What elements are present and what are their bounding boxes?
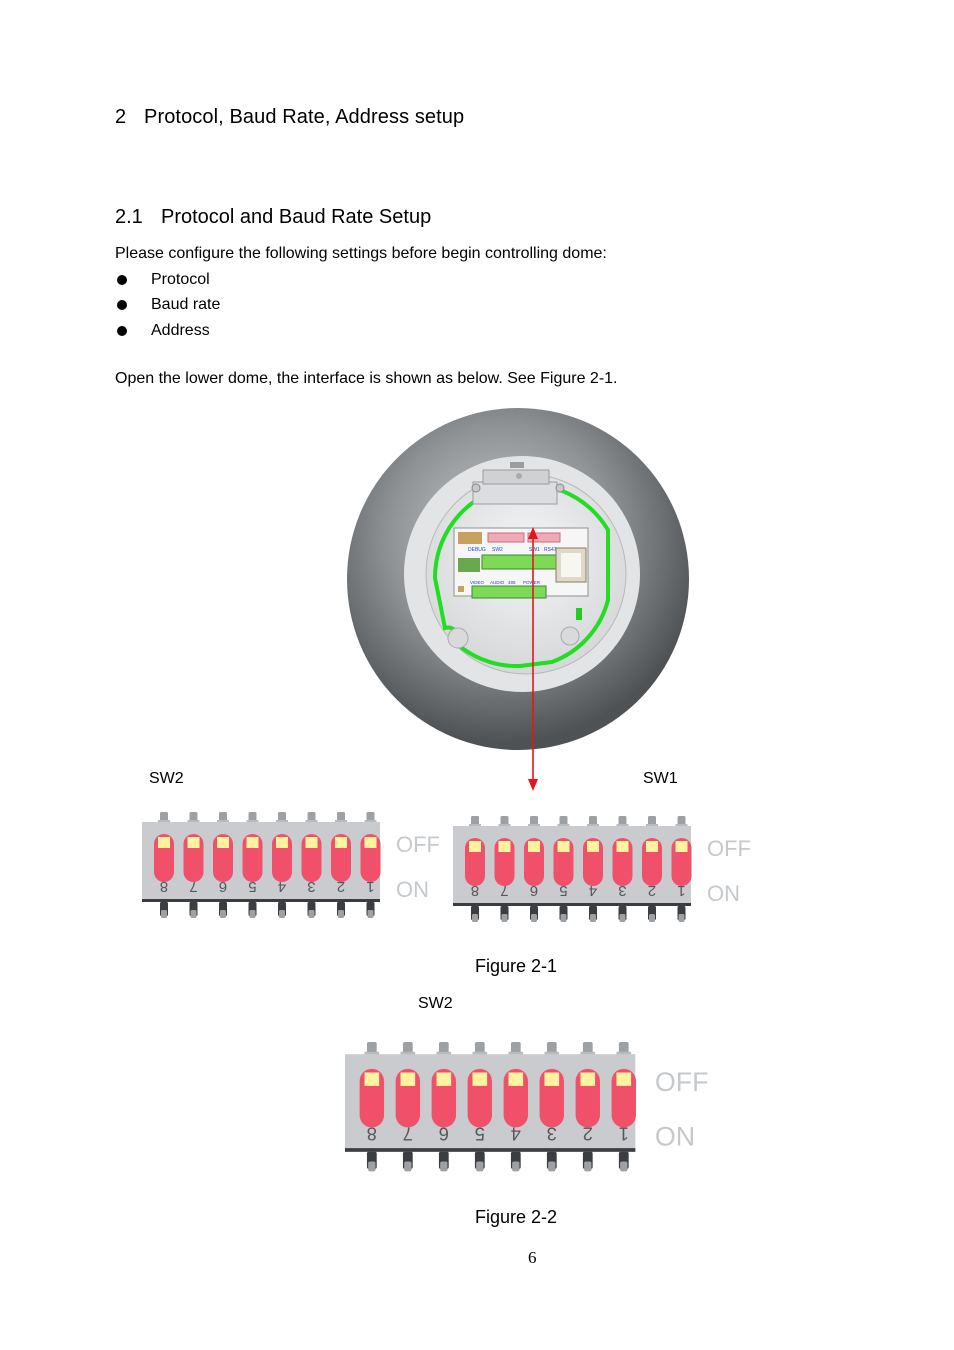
dip-position-label: 3 bbox=[547, 1123, 557, 1144]
section-number: 2 bbox=[115, 106, 127, 128]
dip-position-label: 2 bbox=[337, 878, 345, 895]
bullet-icon bbox=[117, 300, 127, 311]
subsection-heading: 2.1 Protocol and Baud Rate Setup bbox=[115, 206, 431, 229]
dip-position-label: 2 bbox=[583, 1123, 593, 1144]
dip-slider[interactable]: 8 bbox=[359, 1068, 385, 1145]
dip-slider[interactable]: 7 bbox=[494, 838, 515, 899]
dip-position-label: 1 bbox=[677, 882, 685, 899]
off-label: OFF bbox=[396, 832, 440, 857]
dip-slider[interactable]: 1 bbox=[360, 834, 381, 895]
dip-position-label: 2 bbox=[648, 882, 656, 899]
dip-slider[interactable]: 6 bbox=[431, 1068, 457, 1145]
dip-position-label: 4 bbox=[589, 882, 597, 899]
section-heading: 2 Protocol, Baud Rate, Address setup bbox=[115, 106, 464, 129]
dip-position-label: 1 bbox=[619, 1123, 629, 1144]
dip-slider[interactable]: 1 bbox=[671, 838, 692, 899]
dip-switch-sw1: 8 7 6 5 4 3 2 1 OFF ON bbox=[453, 816, 751, 922]
board-label: AUDIO bbox=[490, 580, 505, 585]
on-label: ON bbox=[655, 1122, 695, 1152]
dip-position-label: 4 bbox=[278, 878, 286, 895]
bullet-icon bbox=[117, 325, 127, 336]
dip-position-label: 7 bbox=[403, 1123, 413, 1144]
dip-slider[interactable]: 5 bbox=[242, 834, 263, 895]
off-label: OFF bbox=[707, 836, 751, 861]
sw1-label: SW1 bbox=[643, 770, 678, 787]
dip-slider[interactable]: 4 bbox=[272, 834, 292, 895]
dip-slider[interactable]: 3 bbox=[539, 1068, 564, 1145]
dip-slider[interactable]: 3 bbox=[301, 834, 322, 895]
dip-slider[interactable]: 5 bbox=[467, 1068, 493, 1145]
dip-switch-sw2-figure2: 8 7 6 5 4 3 2 1 OFF ON bbox=[345, 1042, 709, 1172]
subsection-title: Protocol and Baud Rate Setup bbox=[161, 206, 432, 228]
on-label: ON bbox=[707, 881, 740, 906]
dip-position-label: 5 bbox=[475, 1123, 485, 1144]
board-label: DEBUG bbox=[468, 547, 486, 553]
dip-slider[interactable]: 6 bbox=[213, 834, 233, 895]
figure-caption: Figure 2-1 bbox=[475, 956, 558, 976]
off-label: OFF bbox=[655, 1067, 709, 1097]
dip-slider[interactable]: 4 bbox=[503, 1068, 528, 1145]
intro-paragraph: Please configure the following settings … bbox=[115, 245, 607, 262]
bullet-icon bbox=[117, 274, 127, 285]
board-label: POWER bbox=[523, 580, 541, 585]
sw2-label: SW2 bbox=[149, 770, 184, 787]
dip-slider[interactable]: 4 bbox=[583, 838, 603, 899]
dip-slider[interactable]: 8 bbox=[154, 834, 174, 895]
pointer-arrow bbox=[528, 527, 538, 791]
dip-slider[interactable]: 8 bbox=[465, 838, 485, 899]
dip-position-label: 3 bbox=[618, 882, 626, 899]
list-item: Baud rate bbox=[115, 293, 220, 319]
dome-illustration: DEBUG SW2 SW1 RS47 VIDEO AUDIO 485 POWER bbox=[347, 408, 689, 750]
figure-caption: Figure 2-2 bbox=[475, 1207, 558, 1227]
list-item: Address bbox=[115, 318, 220, 344]
board-label: SW1 bbox=[529, 547, 540, 553]
dip-switch-sw2: 8 7 6 5 4 3 2 1 OFF ON bbox=[142, 812, 440, 918]
subsection-number: 2.1 bbox=[115, 206, 143, 228]
dip-position-label: 5 bbox=[248, 878, 256, 895]
on-label: ON bbox=[396, 877, 429, 902]
dip-position-label: 6 bbox=[439, 1123, 449, 1144]
dip-position-label: 3 bbox=[307, 878, 315, 895]
sw2-label-figure2: SW2 bbox=[418, 995, 453, 1012]
dip-position-label: 6 bbox=[530, 882, 538, 899]
dip-slider[interactable]: 7 bbox=[183, 834, 204, 895]
board-label: VIDEO bbox=[470, 580, 485, 585]
board-label: SW2 bbox=[492, 547, 503, 553]
board-label: 485 bbox=[508, 580, 516, 585]
dip-position-label: 6 bbox=[219, 878, 227, 895]
dip-position-label: 7 bbox=[189, 878, 197, 895]
dip-slider[interactable]: 7 bbox=[395, 1068, 421, 1145]
dip-position-label: 4 bbox=[511, 1123, 521, 1144]
instruction-paragraph: Open the lower dome, the interface is sh… bbox=[115, 370, 618, 387]
dip-position-label: 1 bbox=[366, 878, 374, 895]
dip-slider[interactable]: 2 bbox=[642, 838, 662, 899]
page-number: 6 bbox=[528, 1248, 537, 1267]
dip-position-label: 8 bbox=[471, 882, 479, 899]
dip-slider[interactable]: 2 bbox=[575, 1068, 600, 1145]
dip-position-label: 7 bbox=[500, 882, 508, 899]
dip-position-label: 8 bbox=[160, 878, 168, 895]
dip-slider[interactable]: 2 bbox=[331, 834, 351, 895]
dip-slider[interactable]: 5 bbox=[553, 838, 574, 899]
dip-position-label: 8 bbox=[367, 1123, 377, 1144]
dip-slider[interactable]: 3 bbox=[612, 838, 633, 899]
dip-slider[interactable]: 6 bbox=[524, 838, 544, 899]
section-title: Protocol, Baud Rate, Address setup bbox=[144, 106, 465, 128]
dip-slider[interactable]: 1 bbox=[611, 1068, 636, 1145]
board-label: RS47 bbox=[544, 547, 557, 553]
list-item: Protocol bbox=[115, 267, 220, 293]
settings-list: Protocol Baud rate Address bbox=[115, 267, 220, 344]
dip-position-label: 5 bbox=[559, 882, 567, 899]
